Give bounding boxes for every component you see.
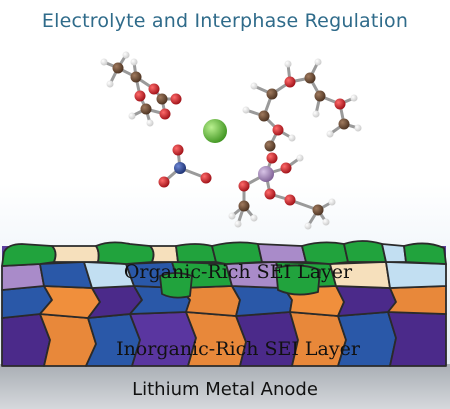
hydrogen-atom: [250, 82, 258, 90]
anode-label: Lithium Metal Anode: [132, 379, 318, 400]
diagram-title: Electrolyte and Interphase Regulation: [41, 10, 409, 32]
lithium-ion: [203, 119, 227, 143]
carbon-atom: [266, 88, 278, 100]
oxygen-atom: [134, 90, 146, 102]
sei-layer: [1, 240, 447, 367]
sei-grain-lightblue: [381, 243, 407, 263]
hydrogen-atom: [122, 51, 130, 59]
atoms: [100, 51, 362, 230]
hydrogen-atom: [312, 110, 320, 118]
sei-grain-green: [159, 272, 193, 299]
oxygen-atom: [280, 162, 292, 174]
carbon-atom: [264, 140, 276, 152]
sei-grain-lavender: [257, 243, 307, 263]
sei-grain-cream: [149, 245, 179, 263]
hydrogen-atom: [288, 134, 296, 142]
hydrogen-atom: [128, 112, 136, 120]
phosphorus-atom: [258, 166, 274, 182]
sei-grain-green: [1, 243, 57, 267]
hydrogen-atom: [100, 58, 108, 66]
sei-grain-green: [403, 242, 447, 265]
oxygen-atom: [334, 98, 346, 110]
carbon-atom: [314, 90, 326, 102]
oxygen-atom: [158, 176, 170, 188]
hydrogen-atom: [228, 212, 236, 220]
inorganic-layer-label: Inorganic-Rich SEI Layer: [116, 338, 361, 360]
hydrogen-atom: [304, 222, 312, 230]
sei-grain-green: [211, 241, 263, 265]
hydrogen-atom: [296, 154, 304, 162]
hydrogen-atom: [250, 214, 258, 222]
carbon-atom: [156, 93, 168, 105]
oxygen-atom: [284, 194, 296, 206]
oxygen-atom: [200, 172, 212, 184]
molecules: [102, 53, 360, 228]
hydrogen-atom: [354, 124, 362, 132]
nitrogen-atom: [174, 162, 186, 174]
hydrogen-atom: [130, 58, 138, 66]
hydrogen-atom: [242, 106, 250, 114]
hydrogen-atom: [322, 218, 330, 226]
oxygen-atom: [172, 144, 184, 156]
hydrogen-atom: [350, 94, 358, 102]
sei-grain-cream: [51, 245, 100, 263]
sei-grain-purple: [387, 311, 447, 367]
hydrogen-atom: [234, 220, 242, 228]
carbon-atom: [258, 110, 270, 122]
sei-grain-lavender: [1, 263, 45, 291]
oxygen-atom: [272, 124, 284, 136]
oxygen-atom: [159, 108, 171, 120]
sei-grain-green: [175, 243, 217, 263]
sei-grain-green: [301, 241, 349, 265]
hydrogen-atom: [284, 60, 292, 68]
hydrogen-atom: [328, 198, 336, 206]
organic-layer-label: Organic-Rich SEI Layer: [124, 261, 353, 283]
sei-grain-purple: [335, 285, 397, 317]
carbon-atom: [130, 71, 142, 83]
carbon-atom: [312, 204, 324, 216]
sei-grain-green: [275, 264, 321, 296]
oxygen-atom: [266, 152, 278, 164]
oxygen-atom: [170, 93, 182, 105]
hydrogen-atom: [326, 130, 334, 138]
sei-grain-green: [343, 240, 387, 263]
carbon-atom: [112, 62, 124, 74]
carbon-atom: [338, 118, 350, 130]
sei-grain-blue: [39, 261, 93, 289]
hydrogen-atom: [146, 119, 154, 127]
carbon-atom: [140, 103, 152, 115]
lithium-anode: [0, 364, 450, 409]
hydrogen-atom: [106, 80, 114, 88]
sei-grain-lightblue: [385, 261, 447, 289]
oxygen-atom: [264, 188, 276, 200]
oxygen-atom: [238, 180, 250, 192]
oxygen-atom: [284, 76, 296, 88]
sei-grain-orange: [387, 285, 447, 315]
carbon-atom: [304, 72, 316, 84]
carbon-atom: [238, 200, 250, 212]
hydrogen-atom: [314, 58, 322, 66]
oxygen-atom: [148, 83, 160, 95]
